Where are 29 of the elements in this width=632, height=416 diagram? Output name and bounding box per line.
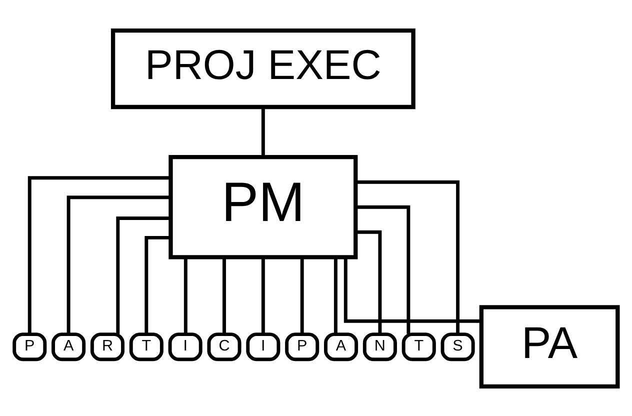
connector [334, 257, 338, 334]
connector [356, 204, 410, 334]
node-box: A [324, 332, 358, 361]
connector [356, 180, 460, 334]
connector [344, 256, 482, 322]
node-box: P [12, 332, 47, 361]
node-box: R [90, 332, 124, 361]
node-box: A [52, 332, 86, 361]
connector [261, 257, 265, 334]
connector [300, 257, 304, 334]
node-box: N [362, 332, 397, 361]
node-box: PROJ EXEC [110, 28, 416, 109]
connector [144, 235, 171, 334]
connector [261, 106, 265, 156]
node-box: T [129, 332, 164, 361]
node-box: I [246, 332, 280, 361]
connector [66, 195, 170, 334]
node-box: T [402, 332, 436, 361]
connector [222, 257, 226, 334]
connector [184, 257, 188, 334]
connector [28, 176, 170, 334]
node-box: I [168, 332, 202, 361]
connector [356, 230, 382, 334]
node-box: C [207, 332, 242, 361]
connector [116, 216, 170, 334]
node-box: PA [479, 304, 620, 388]
node-box: S [440, 332, 475, 361]
node-box: P [285, 332, 320, 361]
node-box: PM [168, 154, 358, 259]
